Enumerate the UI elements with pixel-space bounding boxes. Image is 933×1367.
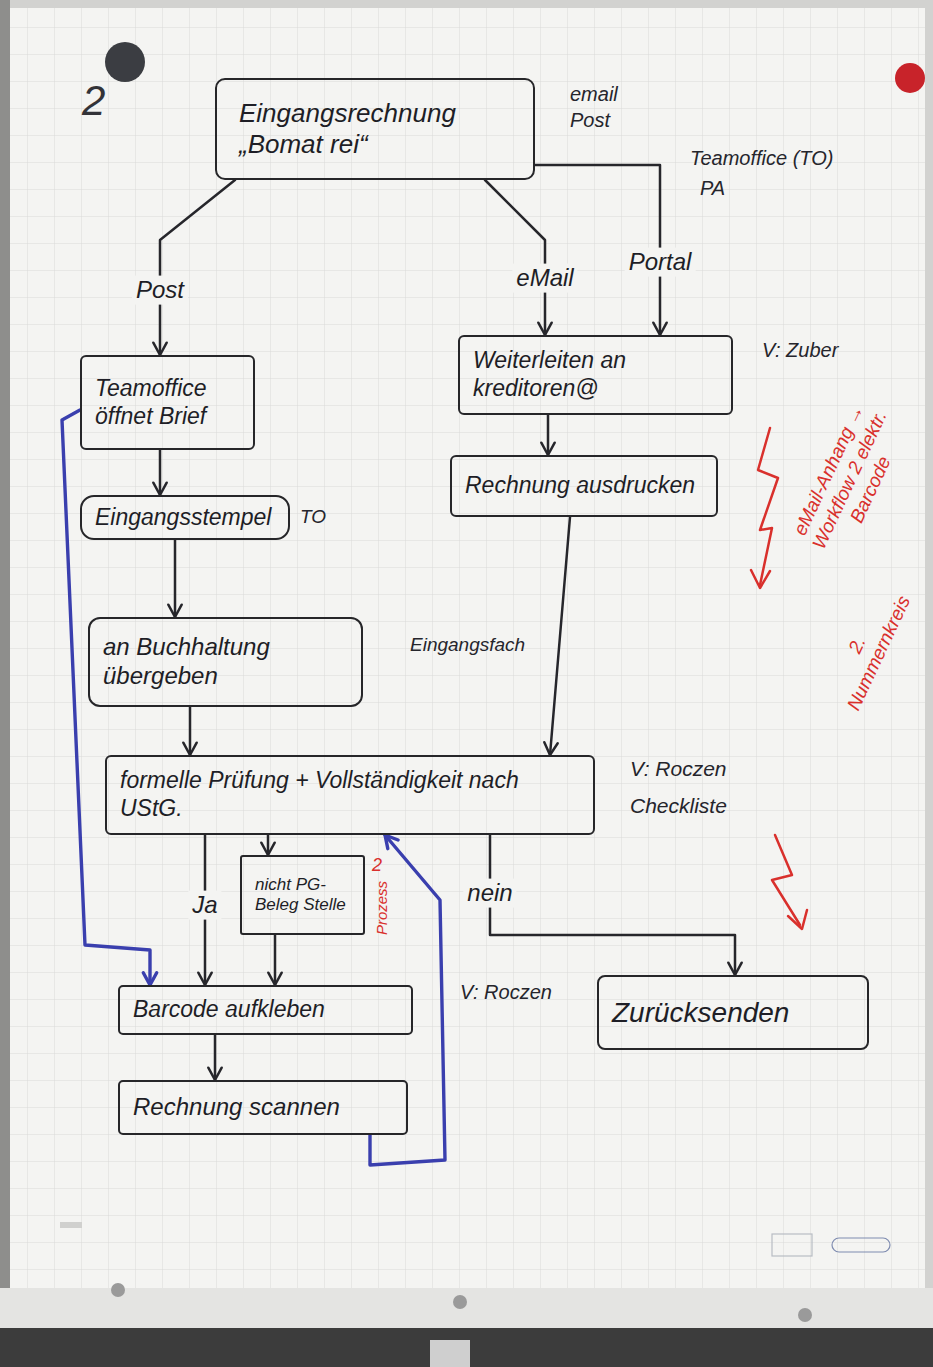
board-tray [0,1288,933,1328]
box-text: nicht PG-Beleg Stelle [255,875,350,916]
page-number: 2 [82,76,105,126]
box-text: Eingangsstempel [95,504,275,532]
paper-sheet [10,8,925,1288]
box-text: formelle Prüfung + Vollständigkeit nach … [120,767,580,822]
connector-line [214,1035,217,1080]
process-box: Weiterleiten an kreditoren@ [458,335,733,415]
arrow-head [153,343,166,355]
arrow-head [143,973,156,985]
box-text: Zurücksenden [612,996,854,1030]
edge-label: eMail [512,264,577,293]
flow-arrow [168,540,181,617]
screw [798,1308,812,1322]
start-box: Eingangsrechnung „Bomat rei“ [215,78,535,180]
box-text: Barcode aufkleben [133,996,398,1024]
end-box: Zurücksenden [597,975,869,1050]
connector-line [159,450,162,495]
paper-logo [772,1234,812,1256]
note: Teamoffice (TO) [690,146,833,170]
connector-line [490,835,735,975]
connector-line [274,935,277,985]
process-box: an Buchhaltung übergeben [88,617,363,707]
connector-line [550,517,570,755]
box-text: Rechnung scannen [133,1093,393,1122]
flow-arrow [261,835,274,855]
arrow-head [261,843,274,855]
arrow-head [153,483,166,495]
process-box: nicht PG-Beleg Stelle [240,855,365,935]
process-box: Eingangsstempel [80,495,290,540]
flow-arrow [268,935,281,985]
connector-line [189,707,192,755]
red-note: 2. Nummernkreis [822,586,914,714]
note: email [570,82,618,106]
arrow-head [208,1068,221,1080]
flow-arrow [490,835,742,975]
box-text: Eingangsrechnung „Bomat rei“ [239,98,493,160]
note: Checkliste [630,793,727,818]
paper-print [60,1222,82,1228]
process-box: Barcode aufkleben [118,985,413,1035]
stand-leg [430,1340,470,1367]
screw [111,1283,125,1297]
note: Eingangsfach [410,634,525,657]
flow-arrow [208,1035,221,1080]
owner-note: V: Roczen [630,756,727,781]
note: PA [700,176,725,200]
paper-grid [10,8,925,1288]
arrow-head [268,973,281,985]
red-lightning-arrow [751,428,778,588]
arrow-head [168,605,181,617]
arrow-head [183,743,196,755]
flow-arrow [183,707,196,755]
process-box: Rechnung scannen [118,1080,408,1135]
floor-shadow [0,1328,933,1367]
arrow-head [541,443,554,455]
edge-label: nein [463,879,516,908]
process-box: Rechnung ausdrucken [450,455,718,517]
note: Post [570,108,610,132]
box-text: an Buchhaltung übergeben [103,633,348,691]
arrow-head [653,323,666,335]
check-box: formelle Prüfung + Vollständigkeit nach … [105,755,595,835]
box-text: Weiterleiten an kreditoren@ [473,347,718,402]
red-lightning-arrow [772,835,807,929]
red-note: Prozess [373,873,391,943]
board-edge [0,0,10,1300]
edge-label: Post [132,276,188,305]
connector-line [174,540,177,617]
edge-label: Ja [188,891,221,920]
flow-arrow [153,180,235,355]
box-text: Rechnung ausdrucken [465,472,703,500]
owner-note: V: Roczen [460,980,552,1004]
magnet [895,63,925,93]
paper-logo [832,1238,890,1252]
connector-line [160,180,235,355]
arrow-head [385,835,398,849]
screw [453,1295,467,1309]
process-box: Teamoffice öffnet Brief [80,355,255,450]
edge-label: Portal [625,248,696,277]
red-number: 2 [372,855,382,877]
magnet [105,42,145,82]
red-note: eMail-Anhang → Workflow 2 elektr. Barcod… [783,389,917,572]
flow-arrow [541,415,554,455]
box-text: Teamoffice öffnet Brief [95,375,240,430]
arrow-head [538,323,551,335]
arrow-head [728,963,741,975]
owner-note: V: Zuber [762,338,838,362]
connector-line [485,180,545,335]
flow-arrow [544,517,570,755]
connector-line [547,415,550,455]
arrow-head [544,742,557,755]
note: TO [300,506,326,529]
arrow-head [198,973,211,985]
flow-arrow [485,180,552,335]
flow-arrow [153,450,166,495]
